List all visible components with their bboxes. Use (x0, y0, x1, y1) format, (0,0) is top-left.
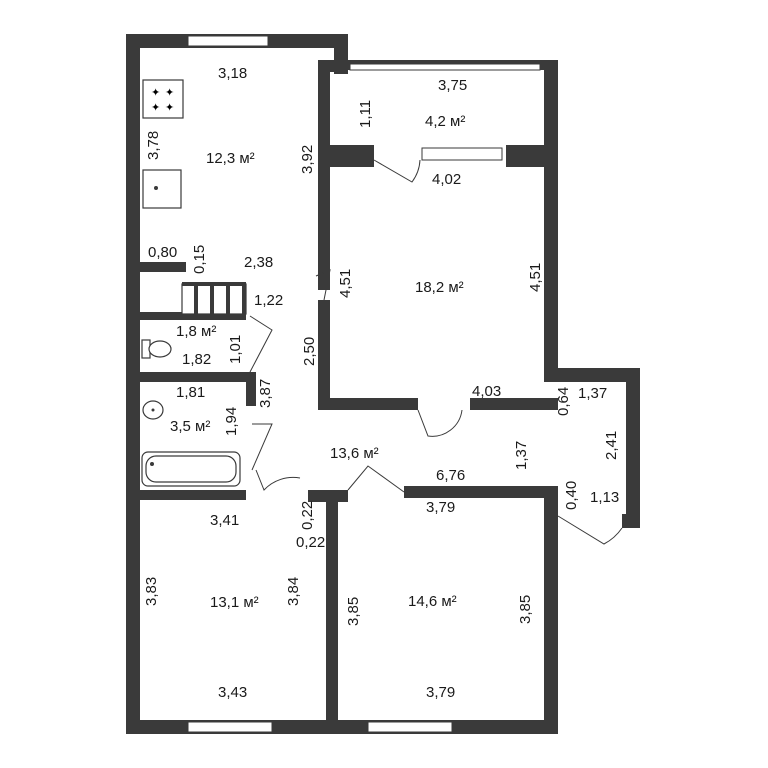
svg-text:✦: ✦ (151, 101, 160, 114)
stove-icon: ✦ ✦ ✦ ✦ (142, 79, 184, 119)
bedroom-left-height-left: 3,83 (143, 577, 160, 606)
kitchen-area: 12,3 м² (206, 150, 255, 167)
labels: 3,18 3,78 12,3 м² 3,92 3,75 1,11 4,2 м² … (143, 65, 620, 701)
hall-238: 2,38 (244, 254, 273, 271)
hall-height-c: 1,37 (513, 441, 530, 470)
stair-122: 1,22 (254, 292, 283, 309)
windows (187, 35, 541, 733)
wc-width: 1,82 (182, 351, 211, 368)
doors (249, 159, 623, 545)
closet-a: 1,37 (578, 385, 607, 402)
bedroom-left-area: 13,1 м² (210, 594, 259, 611)
closet-b: 0,64 (555, 387, 572, 416)
living-width-bottom: 4,03 (472, 383, 501, 400)
wall-022a: 0,22 (299, 501, 316, 530)
window-bedroom-right (367, 721, 453, 733)
bedroom-right-width-bottom: 3,79 (426, 684, 455, 701)
closet-d: 0,40 (563, 481, 580, 510)
living-area: 18,2 м² (415, 279, 464, 296)
washbasin-icon (142, 400, 164, 420)
window-kitchen (187, 35, 269, 47)
hall-area: 13,6 м² (330, 445, 379, 462)
fixtures: ✦ ✦ ✦ ✦ (141, 79, 241, 487)
hall-height-a: 2,50 (301, 337, 318, 366)
walls (126, 34, 640, 734)
hall-height-b: 3,87 (257, 379, 274, 408)
wall-022b: 0,22 (296, 534, 325, 551)
toilet-icon (141, 339, 172, 359)
svg-text:✦: ✦ (165, 86, 174, 99)
bath-height: 1,94 (223, 407, 240, 436)
bedroom-right-area: 14,6 м² (408, 593, 457, 610)
bedroom-left-width-bottom: 3,43 (218, 684, 247, 701)
bedroom-right-width-top: 3,79 (426, 499, 455, 516)
sink-icon (142, 169, 182, 209)
balcony-area: 4,2 м² (425, 113, 465, 130)
wc-area: 1,8 м² (176, 323, 216, 340)
balcony-width-top: 3,75 (438, 77, 467, 94)
stairs (181, 282, 247, 315)
bedroom-left-height-right: 3,84 (285, 577, 302, 606)
hall-length: 6,76 (436, 467, 465, 484)
bedroom-right-height-left: 3,85 (345, 597, 362, 626)
bedroom-left-width-top: 3,41 (210, 512, 239, 529)
svg-text:✦: ✦ (151, 86, 160, 99)
bath-area: 3,5 м² (170, 418, 210, 435)
living-height-right: 4,51 (527, 263, 544, 292)
wall-015: 0,15 (191, 245, 208, 274)
closet-e: 1,13 (590, 489, 619, 506)
window-bedroom-left (187, 721, 273, 733)
balcony-height-left: 1,11 (357, 100, 374, 128)
living-height-left: 4,51 (337, 269, 354, 298)
bath-width: 1,81 (176, 384, 205, 401)
wall-080: 0,80 (148, 244, 177, 261)
closet-c: 2,41 (603, 431, 620, 460)
kitchen-width-top: 3,18 (218, 65, 247, 82)
kitchen-height-left: 3,78 (145, 131, 162, 160)
window-living (421, 147, 503, 161)
bedroom-right-height-right: 3,85 (517, 595, 534, 624)
window-balcony (349, 63, 541, 71)
svg-text:✦: ✦ (165, 101, 174, 114)
wc-height: 1,01 (227, 335, 244, 364)
balcony-width-bottom: 4,02 (432, 171, 461, 188)
kitchen-height-right: 3,92 (299, 145, 316, 174)
bathtub-icon (141, 451, 241, 487)
